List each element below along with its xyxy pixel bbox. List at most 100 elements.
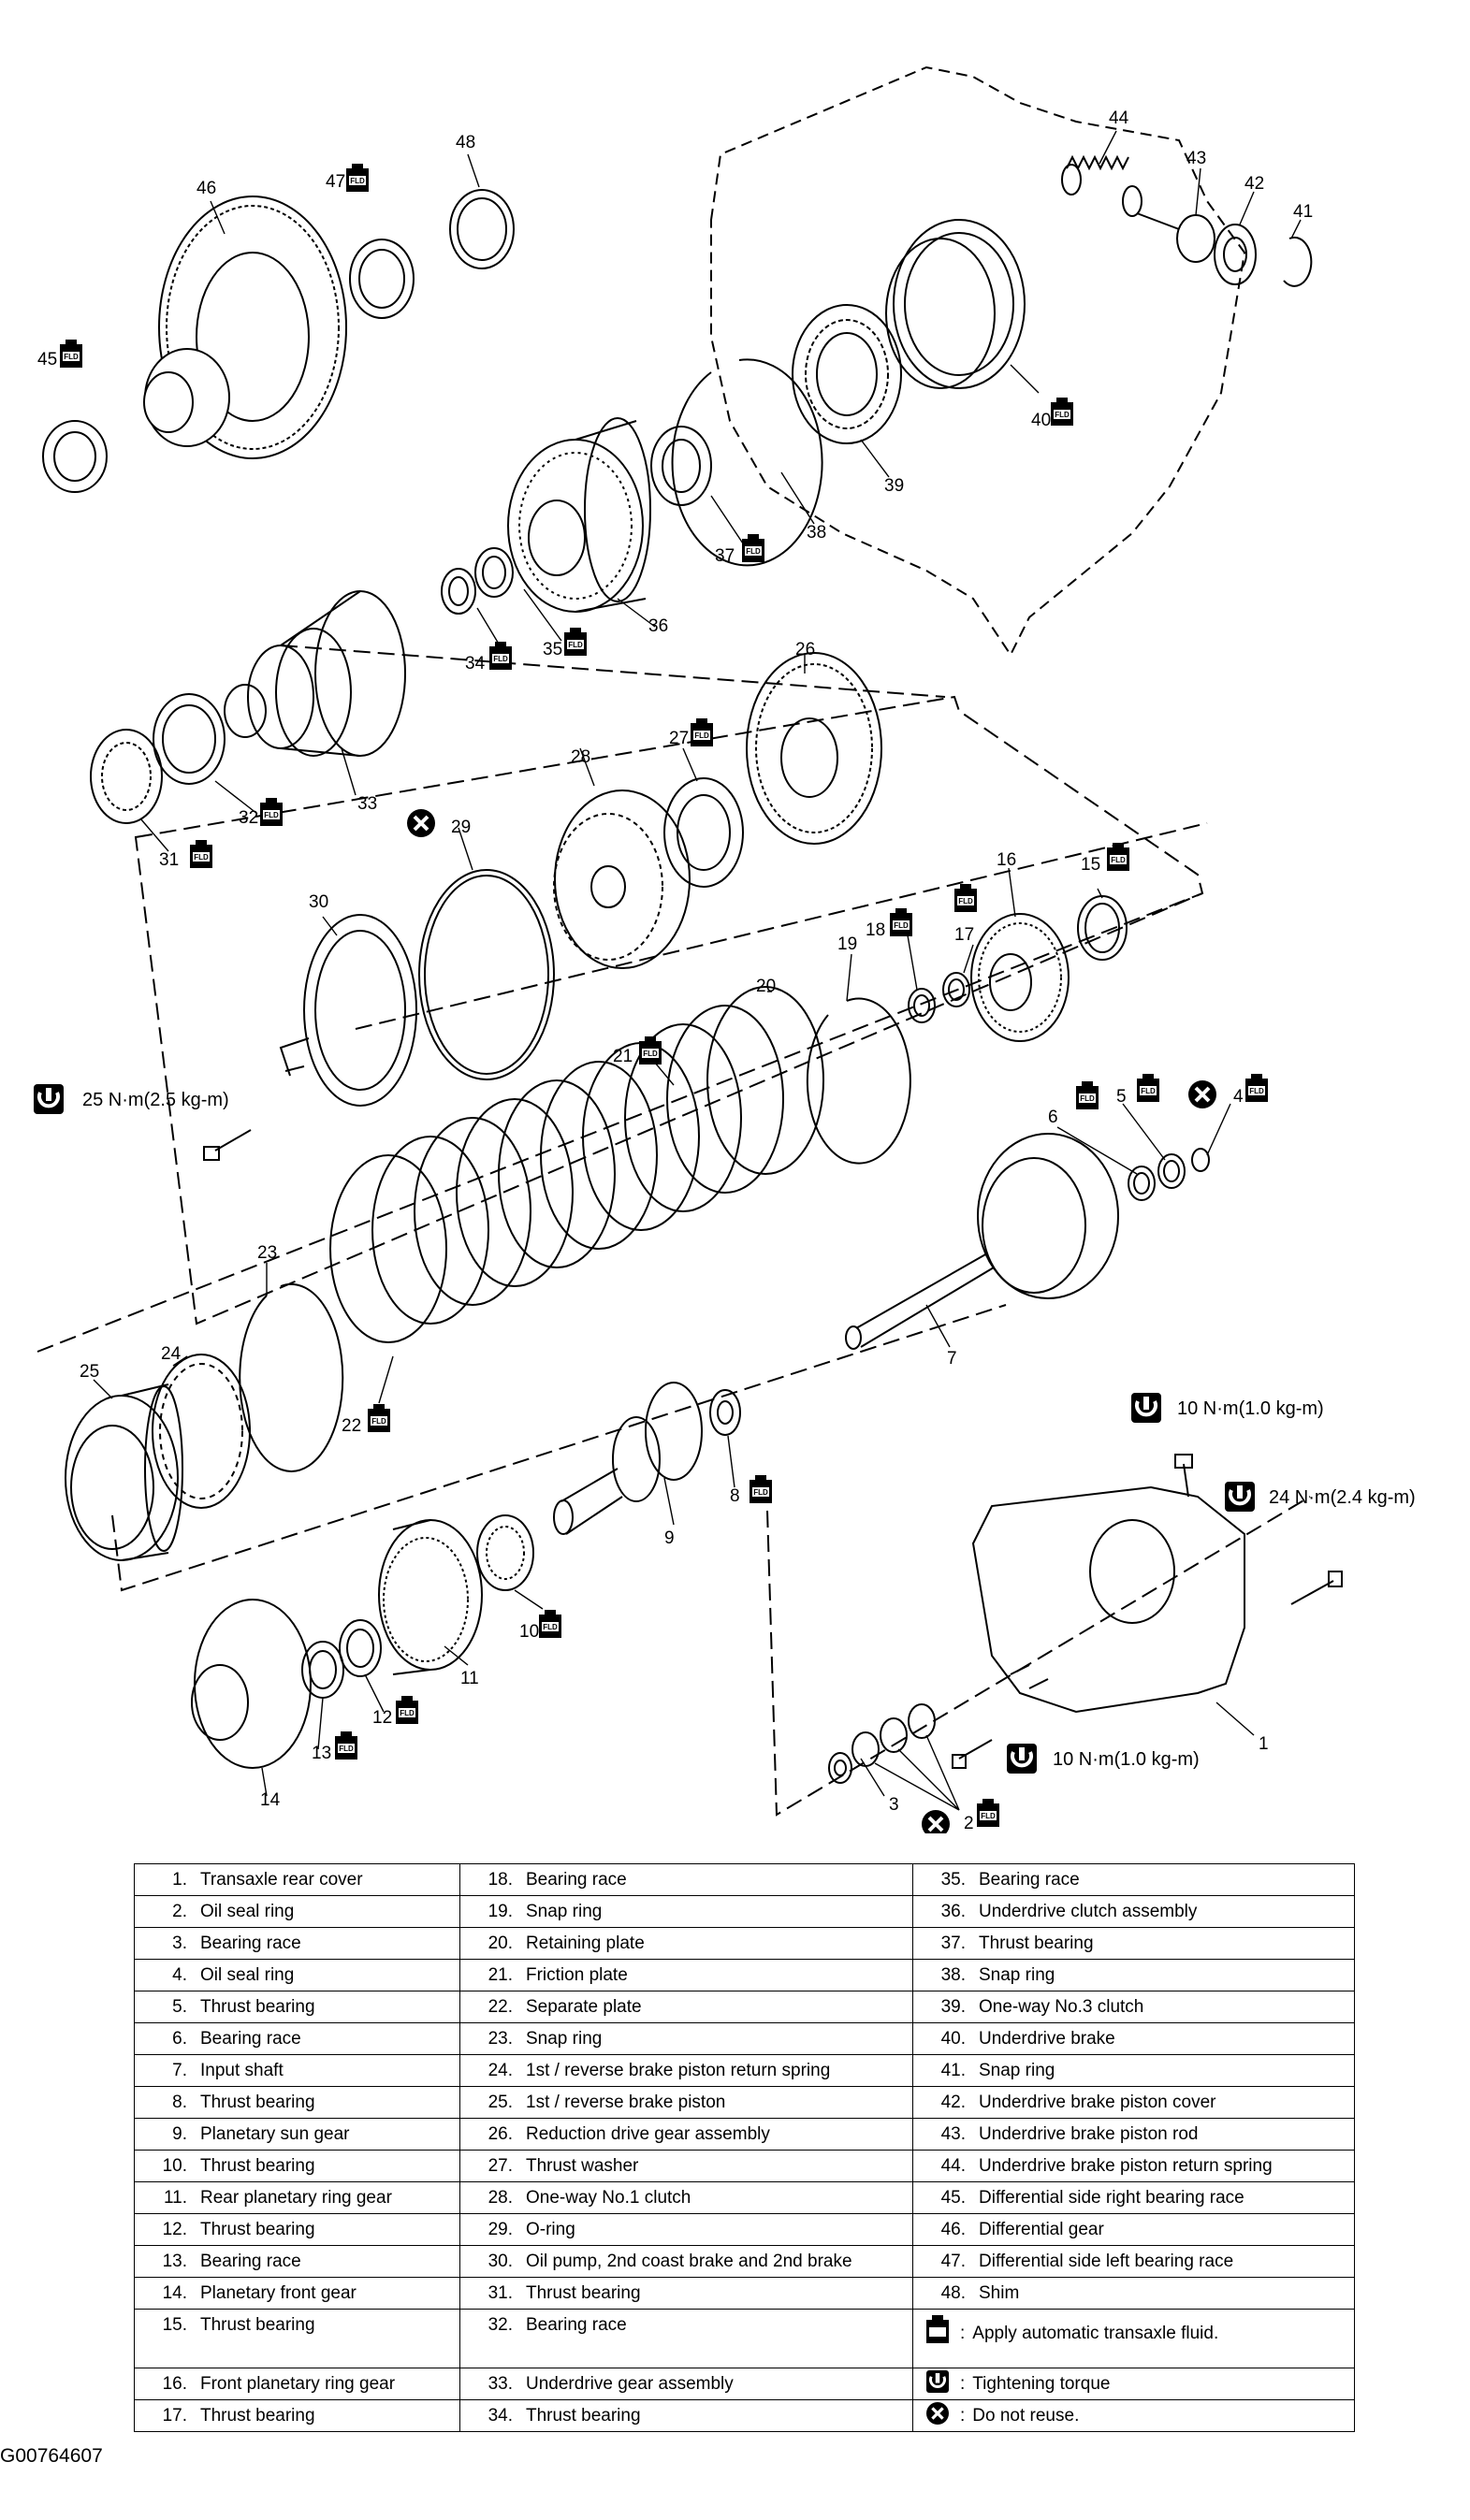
callout-20: 20 — [756, 977, 776, 996]
callout-9: 9 — [664, 1528, 675, 1548]
part-name: Bearing race — [526, 2315, 627, 2335]
part-cell: 6.Bearing race — [134, 2022, 460, 2055]
part-13-bearing-race — [301, 1641, 344, 1699]
part-34-thrust-bearing — [441, 568, 476, 615]
part-41-snap-ring — [1283, 236, 1313, 287]
callout-46: 46 — [196, 179, 216, 198]
part-32-bearing-race — [153, 693, 226, 785]
part-31-thrust-bearing — [90, 729, 163, 824]
callout-45: 45 — [37, 350, 57, 369]
part-name: Underdrive gear assembly — [526, 2373, 734, 2394]
part-number: 18. — [488, 1869, 513, 1890]
part-number: 16. — [162, 2373, 187, 2394]
part-cell: 41.Snap ring — [912, 2054, 1355, 2087]
legend-text: Tightening torque — [972, 2373, 1111, 2394]
part-number: 30. — [488, 2251, 513, 2271]
fluid-can-icon — [977, 1799, 999, 1827]
fluid-can-icon — [1076, 1081, 1099, 1109]
part-name: Bearing race — [200, 2028, 301, 2049]
part-number: 34. — [488, 2405, 513, 2426]
fluid-can-icon — [346, 164, 369, 192]
part-47-race — [349, 239, 415, 319]
part-cell: 12.Thrust bearing — [134, 2213, 460, 2246]
part-number: 7. — [172, 2060, 187, 2080]
part-cell: 27.Thrust washer — [459, 2150, 913, 2182]
part-cell: 30.Oil pump, 2nd coast brake and 2nd bra… — [459, 2245, 913, 2278]
part-number: 32. — [488, 2315, 513, 2335]
fluid-can-icon — [368, 1404, 390, 1432]
case-outline — [710, 65, 1246, 657]
part-name: Bearing race — [200, 2251, 301, 2271]
callout-32: 32 — [239, 808, 258, 828]
callout-15: 15 — [1081, 855, 1100, 875]
callout-43: 43 — [1186, 149, 1206, 168]
callout-8: 8 — [730, 1486, 740, 1506]
fluid-can-icon — [691, 718, 713, 746]
part-number: 31. — [488, 2282, 513, 2303]
callout-1: 1 — [1259, 1734, 1269, 1754]
part-6-bearing-race — [1128, 1166, 1156, 1201]
part-name: Planetary front gear — [200, 2282, 357, 2303]
part-name: Rear planetary ring gear — [200, 2187, 392, 2208]
callout-31: 31 — [159, 850, 179, 870]
part-1-transaxle-rear-cover — [971, 1485, 1245, 1714]
do-not-reuse-icon — [1186, 1079, 1218, 1110]
part-cell: 47.Differential side left bearing race — [912, 2245, 1355, 2278]
part-cell: 21.Friction plate — [459, 1959, 913, 1991]
part-name: Bearing race — [526, 1869, 627, 1890]
part-28-one-way-clutch — [553, 789, 691, 969]
part-name: Thrust bearing — [200, 2155, 315, 2176]
part-number: 8. — [172, 2092, 187, 2112]
torque-bolt-10-top — [1174, 1454, 1193, 1498]
part-19-snap-ring — [806, 997, 911, 1165]
part-name: Differential side right bearing race — [979, 2187, 1244, 2208]
part-cell: 35.Bearing race — [912, 1863, 1355, 1896]
part-number: 45. — [940, 2187, 966, 2208]
part-number: 10. — [162, 2155, 187, 2176]
callout-13: 13 — [312, 1744, 331, 1763]
part-25-brake-piston — [65, 1383, 183, 1561]
callout-19: 19 — [837, 934, 857, 954]
part-number: 13. — [162, 2251, 187, 2271]
part-7-input-shaft — [845, 1133, 1119, 1350]
part-38-snap-ring — [671, 358, 823, 567]
part-43-rod — [1136, 212, 1215, 263]
part-cell: 16.Front planetary ring gear — [134, 2368, 460, 2400]
part-name: 1st / reverse brake piston return spring — [526, 2060, 831, 2080]
fluid-can-icon — [1245, 1074, 1268, 1102]
callout-7: 7 — [947, 1349, 957, 1369]
callout-30: 30 — [309, 892, 328, 912]
fluid-can-icon — [954, 884, 977, 912]
callout-48: 48 — [456, 133, 475, 152]
callout-4: 4 — [1233, 1087, 1244, 1107]
callout-18: 18 — [866, 920, 885, 940]
part-number: 28. — [488, 2187, 513, 2208]
callout-24: 24 — [161, 1344, 182, 1364]
part-cell: 22.Separate plate — [459, 1991, 913, 2023]
part-cell: 18. Bearing race — [459, 1863, 913, 1896]
part-name: Reduction drive gear assembly — [526, 2123, 770, 2144]
part-number: 4. — [172, 1964, 187, 1985]
part-4-oil-seal-ring — [1191, 1148, 1210, 1172]
part-name: Oil seal ring — [200, 1964, 295, 1985]
assembly-guide-lines — [36, 644, 1311, 1817]
part-2-oil-seal-rings — [851, 1703, 936, 1767]
do-not-reuse-icon — [924, 2401, 951, 2430]
fluid-can-icon — [260, 798, 283, 826]
part-35-bearing-race — [474, 547, 514, 598]
callout-47: 47 — [326, 172, 345, 192]
callout-25: 25 — [80, 1362, 99, 1382]
fluid-can-icon — [539, 1610, 561, 1638]
part-cell: 38.Snap ring — [912, 1959, 1355, 1991]
torque-icon — [32, 1082, 65, 1116]
callout-26: 26 — [795, 640, 815, 659]
legend-colon: : — [960, 2405, 966, 2426]
callout-12: 12 — [372, 1708, 392, 1728]
part-30-oil-pump — [279, 914, 417, 1107]
part-cell: 10. Thrust bearing — [134, 2150, 460, 2182]
part-name: Retaining plate — [526, 1933, 645, 1953]
part-cell: 34.Thrust bearing — [459, 2399, 913, 2432]
